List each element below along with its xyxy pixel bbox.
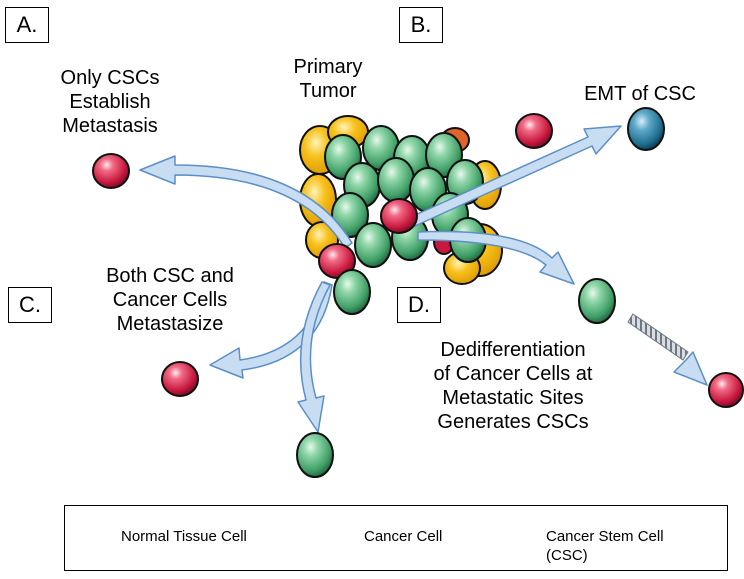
arrow-dedifferentiation <box>417 230 575 285</box>
panel-label-d: D. <box>397 287 441 323</box>
panel-label-b: B. <box>399 7 443 43</box>
emt-caption: EMT of CSC <box>584 83 696 105</box>
dedifferentiation-spring <box>627 313 689 361</box>
arrow-only-csc-metastasis <box>139 155 353 249</box>
metastatic-csc-a <box>92 153 130 189</box>
generated-csc-d <box>708 372 744 408</box>
emt-cell <box>627 107 665 151</box>
metastatic-csc-c <box>161 361 199 397</box>
metastasizing-cancer-cell <box>333 269 371 315</box>
legend-cancer-label: Cancer Cell <box>364 528 443 545</box>
panel-label-a: A. <box>5 7 49 43</box>
arrow-to-generated-csc <box>673 351 708 386</box>
metastatic-cancer-cell-d <box>578 278 616 324</box>
tumor-csc <box>380 198 418 234</box>
arrow-both-to-cancer-cell <box>297 281 331 433</box>
both-caption: Both CSC and Cancer Cells Metastasize <box>106 265 234 335</box>
arrows <box>139 125 708 433</box>
only-cscs-caption: Only CSCs Establish Metastasis <box>60 67 160 137</box>
legend-normal-label: Normal Tissue Cell <box>121 528 247 545</box>
legend-csc-label: Cancer Stem Cell (CSC) <box>546 528 664 564</box>
csc-b <box>515 113 553 149</box>
metastatic-cancer-cell-c <box>296 432 334 478</box>
primary-tumor <box>299 115 503 285</box>
arrow-emt <box>401 125 622 231</box>
primary-tumor-caption: Primary Tumor <box>293 56 363 102</box>
tumor-cancer-cells <box>324 125 487 268</box>
panel-label-c: C. <box>8 287 52 323</box>
dedifferentiation-caption: Dedifferentiation of Cancer Cells at Met… <box>433 339 593 433</box>
legend <box>64 505 728 571</box>
cells <box>92 107 744 478</box>
